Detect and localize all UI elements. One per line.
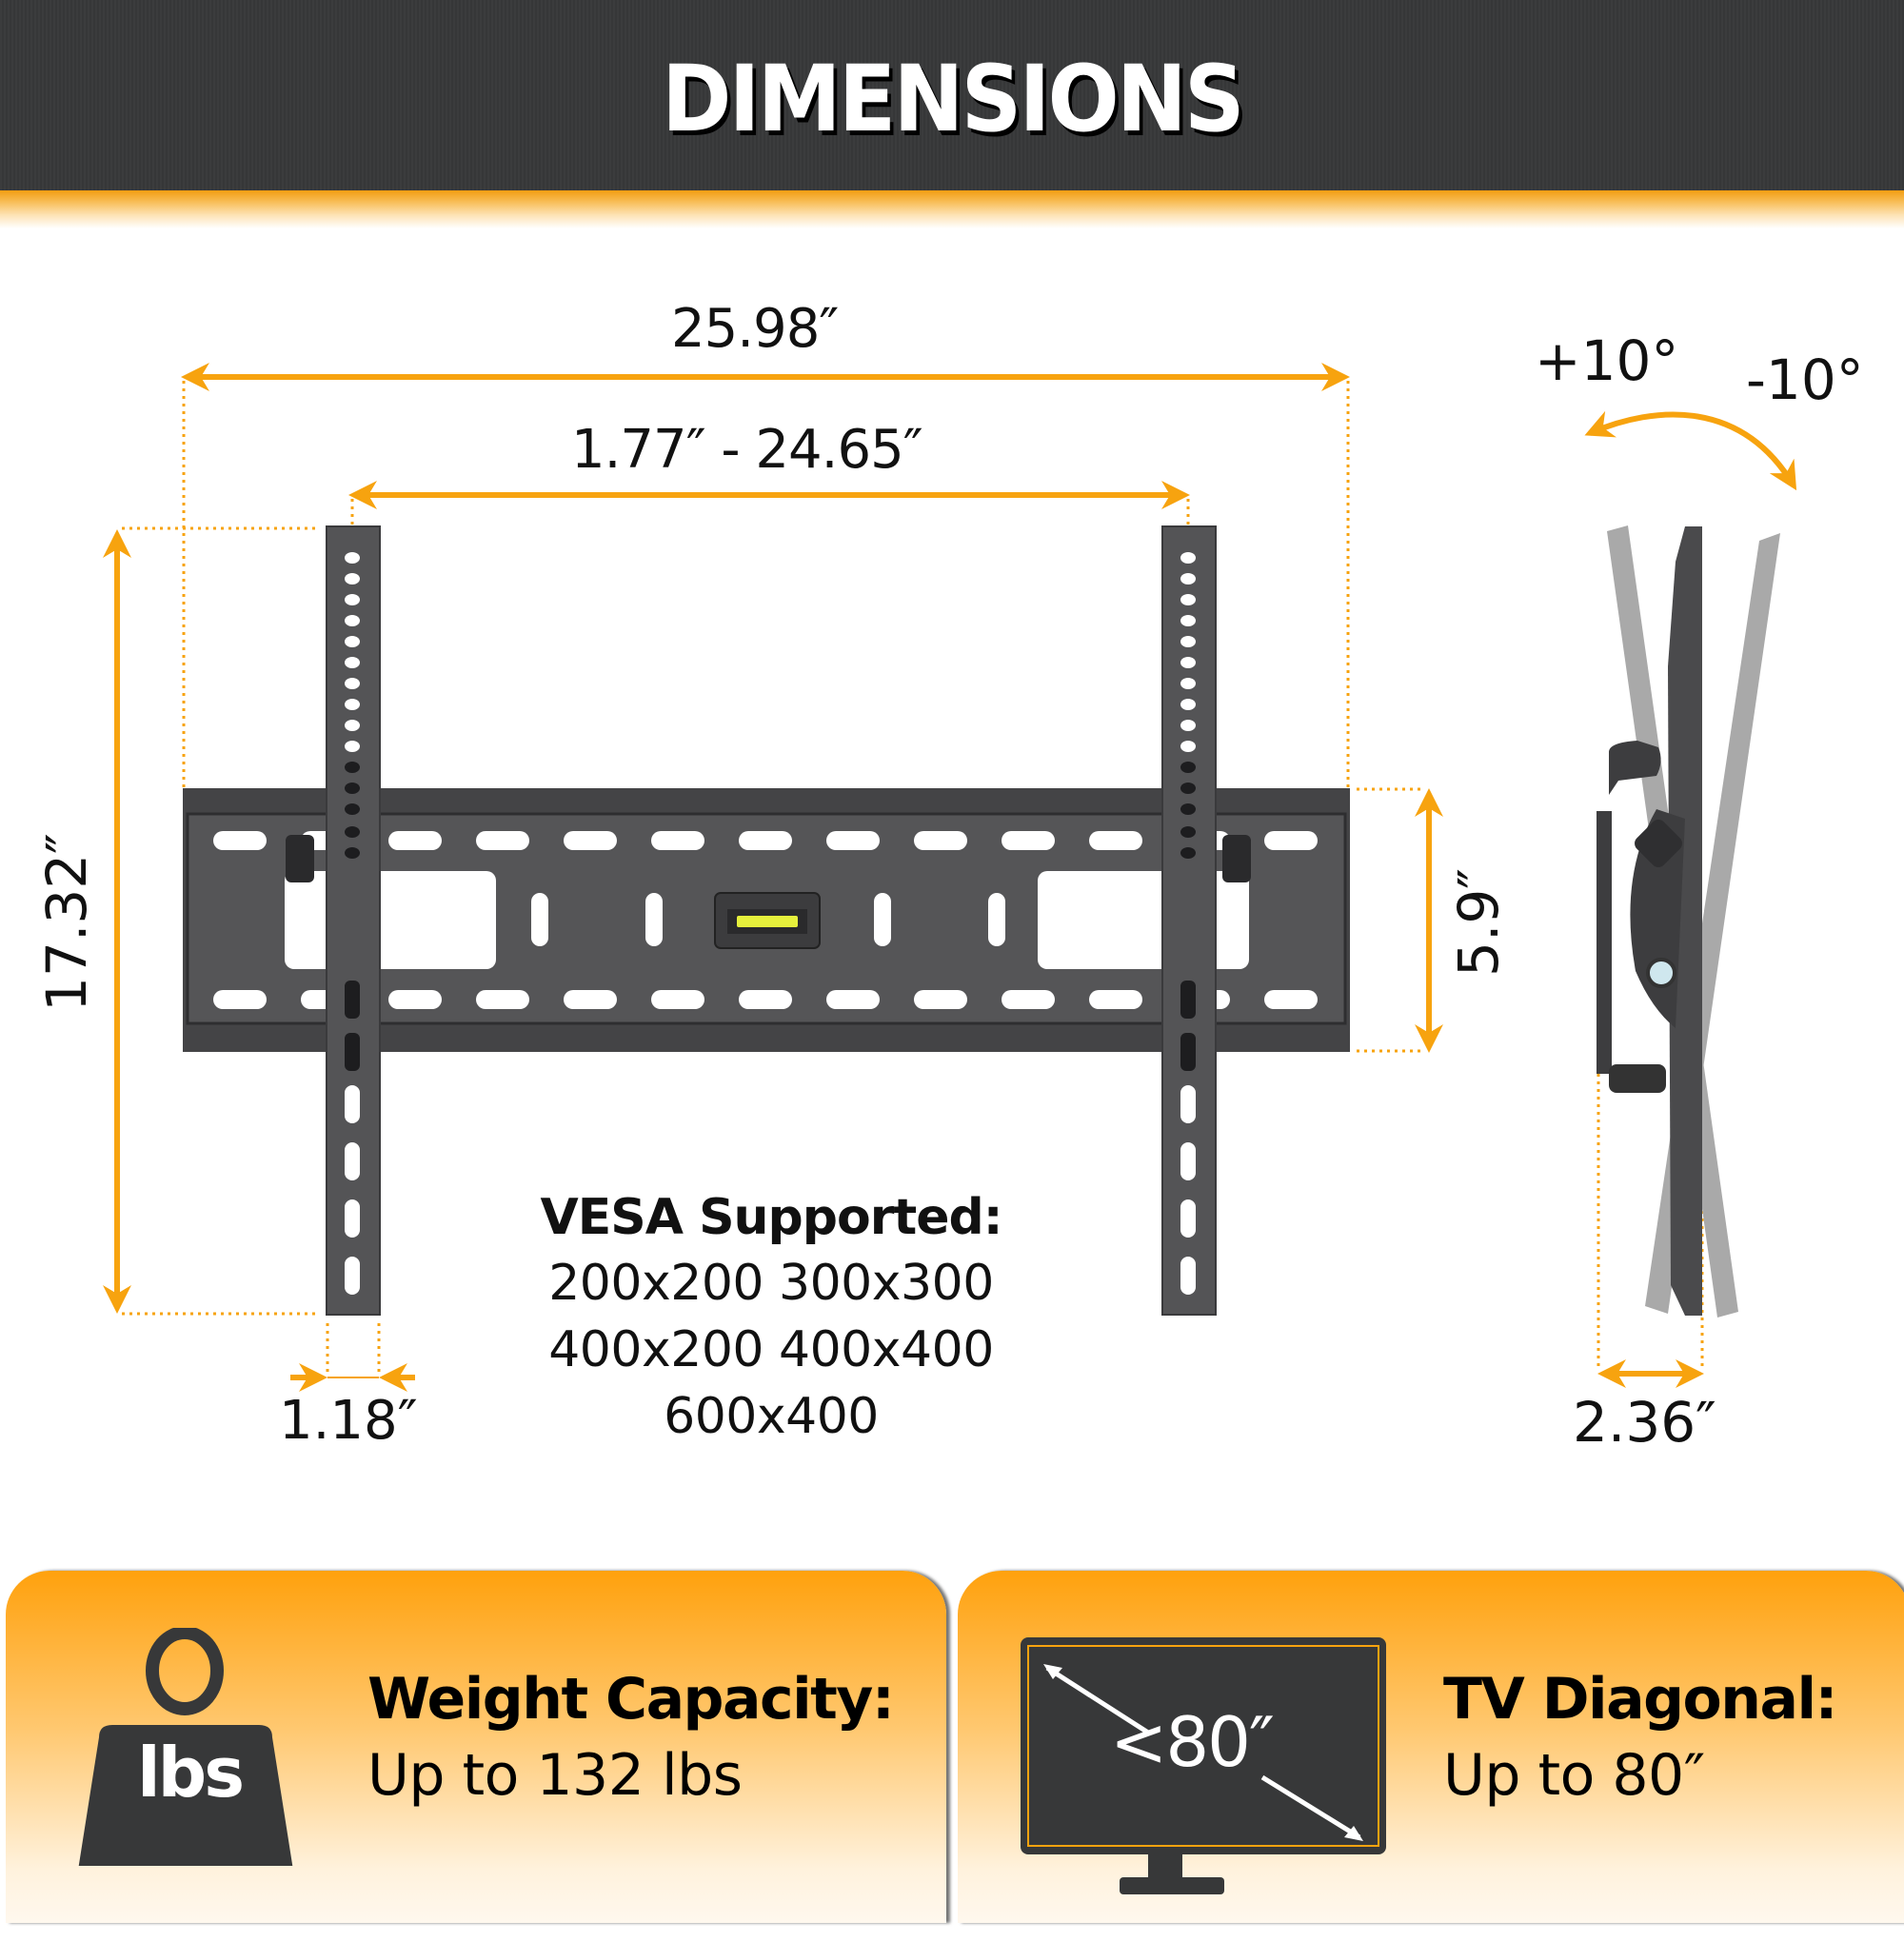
weight-capacity-card: lbs Weight Capacity: Up to 132 lbs — [6, 1571, 946, 1923]
weight-title: Weight Capacity: — [367, 1666, 895, 1733]
arm-width-label: 1.18″ — [279, 1390, 418, 1452]
header-accent-bar — [0, 190, 1904, 228]
tilt-up-label: +10° — [1535, 328, 1679, 393]
plate-height-label: 5.9″ — [1446, 868, 1511, 977]
depth-label: 2.36″ — [1573, 1390, 1716, 1455]
diagonal-title: TV Diagonal: — [1443, 1666, 1838, 1733]
tv-diagonal-card: <80″ TV Diagonal: Up to 80″ — [958, 1571, 1904, 1923]
tv-icon-label: <80″ — [1110, 1702, 1275, 1782]
overall-height-label: 17.32″ — [34, 833, 99, 1012]
side-view-bracket — [1597, 525, 1780, 1318]
tilt-down-label: -10° — [1746, 347, 1864, 412]
dimension-lines — [103, 363, 1797, 1392]
mount-diagram — [103, 363, 1797, 1392]
diagonal-value: Up to 80″ — [1443, 1742, 1705, 1809]
vesa-title: VESA Supported: — [540, 1189, 1003, 1246]
vesa-line: 200x200 300x300 — [548, 1255, 994, 1312]
vesa-info: VESA Supported: 200x200 300x300 400x200 … — [514, 1185, 1028, 1450]
left-vertical-arm — [326, 525, 381, 1316]
weight-icon-label: lbs — [137, 1733, 245, 1813]
tilt-knob-icon — [1635, 820, 1682, 867]
tv-icon — [1021, 1637, 1386, 1894]
weight-icon — [78, 1628, 293, 1866]
overall-width-label: 25.98″ — [671, 298, 839, 360]
weight-value: Up to 132 lbs — [367, 1742, 743, 1809]
right-vertical-arm — [1161, 525, 1217, 1316]
vesa-line: 400x200 400x400 — [548, 1321, 994, 1378]
arm-spacing-label: 1.77″ - 24.65″ — [571, 419, 923, 481]
page-title: DIMENSIONS — [662, 46, 1245, 152]
header-banner — [0, 0, 1904, 190]
vesa-line: 600x400 — [664, 1388, 879, 1445]
